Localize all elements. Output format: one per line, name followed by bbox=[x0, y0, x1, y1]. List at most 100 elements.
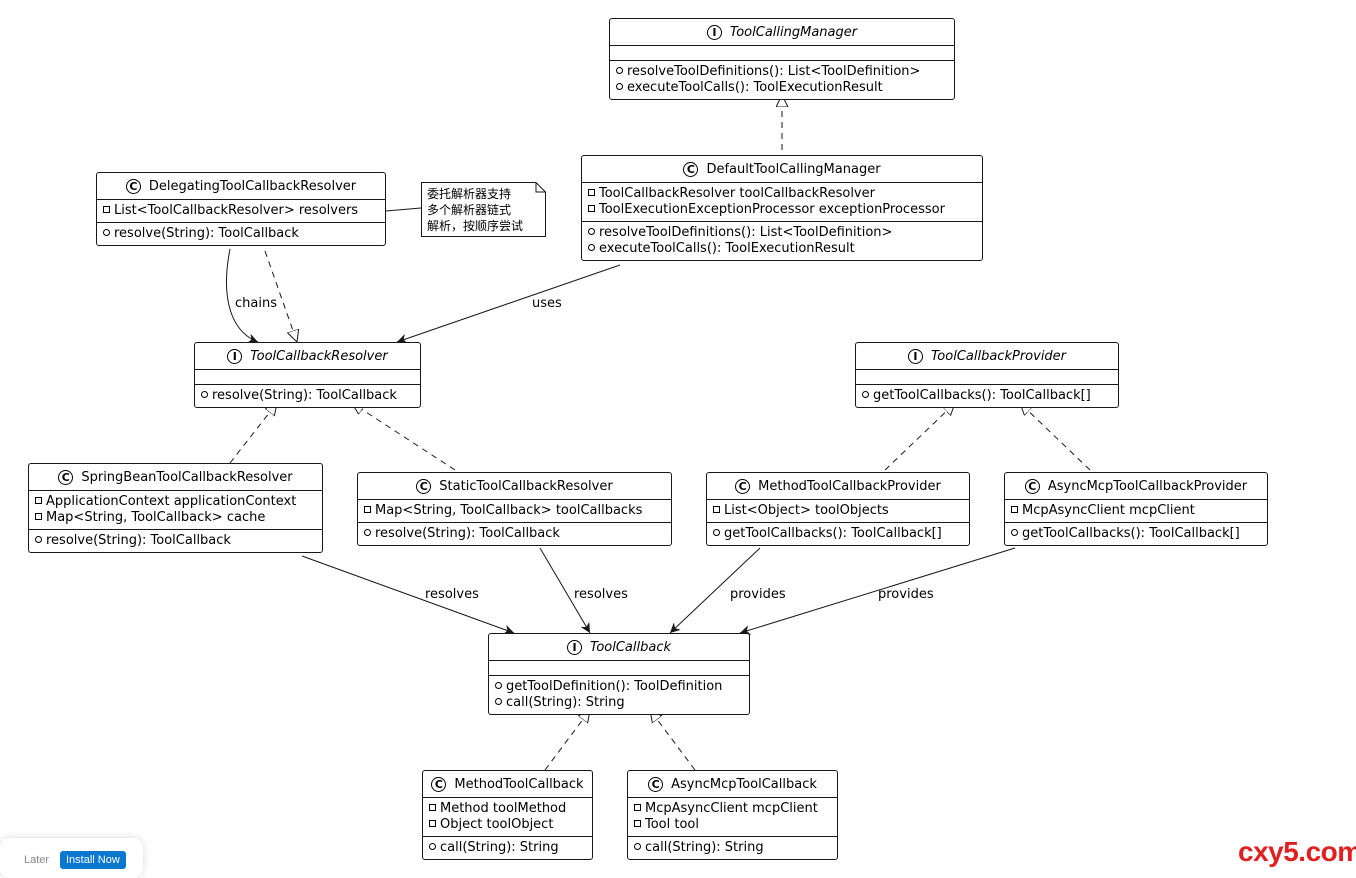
field-text: ToolCallbackResolver toolCallbackResolve… bbox=[599, 186, 875, 201]
realization-edge bbox=[650, 710, 696, 771]
edge-label: provides bbox=[730, 587, 786, 602]
realization-edge bbox=[884, 403, 955, 471]
public-icon bbox=[1011, 529, 1018, 536]
method: executeToolCalls(): ToolExecutionResult bbox=[616, 80, 948, 96]
note: 委托解析器支持 多个解析器链式 解析，按顺序尝试 bbox=[421, 182, 546, 237]
fields-section bbox=[610, 46, 954, 61]
note-line: 多个解析器链式 bbox=[427, 203, 512, 217]
methods-section: getToolCallbacks(): ToolCallback[] bbox=[1005, 523, 1267, 545]
method-text: resolveToolDefinitions(): List<ToolDefin… bbox=[599, 225, 893, 240]
method-text: executeToolCalls(): ToolExecutionResult bbox=[627, 80, 883, 95]
later-button[interactable]: Later bbox=[24, 854, 50, 866]
field: McpAsyncClient mcpClient bbox=[1011, 503, 1261, 519]
private-icon bbox=[634, 804, 641, 811]
method: resolveToolDefinitions(): List<ToolDefin… bbox=[588, 225, 976, 241]
class-icon: C bbox=[125, 178, 141, 194]
field-text: ToolExecutionExceptionProcessor exceptio… bbox=[599, 202, 945, 217]
class-name: DelegatingToolCallbackResolver bbox=[148, 178, 357, 194]
fields-section: List<ToolCallbackResolver> resolvers bbox=[97, 200, 385, 223]
method: resolve(String): ToolCallback bbox=[35, 533, 316, 549]
association-edge bbox=[539, 547, 591, 634]
method-text: getToolCallbacks(): ToolCallback[] bbox=[724, 526, 942, 541]
realization-edge bbox=[1020, 403, 1091, 471]
method: getToolCallbacks(): ToolCallback[] bbox=[713, 526, 963, 542]
method-text: resolve(String): ToolCallback bbox=[114, 226, 299, 241]
realization-edge bbox=[264, 250, 297, 342]
fields-section: ToolCallbackResolver toolCallbackResolve… bbox=[582, 183, 982, 222]
method-text: resolve(String): ToolCallback bbox=[46, 533, 231, 548]
association-edge bbox=[301, 555, 515, 635]
public-icon bbox=[495, 698, 502, 705]
field: McpAsyncClient mcpClient bbox=[634, 801, 831, 817]
methods-section: call(String): String bbox=[423, 837, 592, 859]
method-text: executeToolCalls(): ToolExecutionResult bbox=[599, 241, 855, 256]
association-edge bbox=[739, 547, 1016, 635]
field-text: McpAsyncClient mcpClient bbox=[1022, 503, 1195, 518]
method-text: getToolDefinition(): ToolDefinition bbox=[506, 679, 723, 694]
field-text: Object toolObject bbox=[440, 817, 554, 832]
association-edge bbox=[396, 264, 621, 344]
field: Object toolObject bbox=[429, 817, 586, 833]
methods-section: resolve(String): ToolCallback bbox=[195, 385, 420, 407]
public-icon bbox=[588, 228, 595, 235]
class-icon: C bbox=[416, 478, 432, 494]
methods-section: resolve(String): ToolCallback bbox=[97, 223, 385, 245]
class-icon: C bbox=[683, 161, 699, 177]
class-name: MethodToolCallback bbox=[454, 776, 584, 792]
fields-section: McpAsyncClient mcpClient bbox=[1005, 500, 1267, 523]
field-text: ApplicationContext applicationContext bbox=[46, 494, 297, 509]
association-edge bbox=[669, 547, 761, 634]
note-line: 委托解析器支持 bbox=[427, 187, 512, 201]
field: ApplicationContext applicationContext bbox=[35, 494, 316, 510]
method: resolve(String): ToolCallback bbox=[103, 226, 379, 242]
fields-section bbox=[489, 661, 749, 676]
install-now-button[interactable]: Install Now bbox=[60, 851, 126, 869]
field-text: List<ToolCallbackResolver> resolvers bbox=[114, 203, 359, 218]
class-name: SpringBeanToolCallbackResolver bbox=[81, 469, 293, 485]
methods-section: resolve(String): ToolCallback bbox=[29, 530, 322, 552]
method: call(String): String bbox=[634, 840, 831, 856]
method-text: call(String): String bbox=[440, 840, 559, 855]
class-name: AsyncMcpToolCallback bbox=[671, 776, 817, 792]
method-text: resolve(String): ToolCallback bbox=[375, 526, 560, 541]
realization-edge bbox=[544, 710, 590, 771]
private-icon bbox=[588, 189, 595, 196]
public-icon bbox=[201, 391, 208, 398]
public-icon bbox=[103, 229, 110, 236]
public-icon bbox=[364, 529, 371, 536]
class-name: MethodToolCallbackProvider bbox=[758, 478, 941, 494]
public-icon bbox=[588, 244, 595, 251]
method-text: call(String): String bbox=[645, 840, 764, 855]
interface-icon: I bbox=[907, 348, 923, 364]
private-icon bbox=[364, 506, 371, 513]
edge-label: uses bbox=[532, 296, 562, 311]
field: Method toolMethod bbox=[429, 801, 586, 817]
interface-icon: I bbox=[706, 24, 722, 40]
fields-section bbox=[195, 370, 420, 385]
methods-section: resolveToolDefinitions(): List<ToolDefin… bbox=[610, 61, 954, 99]
class-name: ToolCallbackResolver bbox=[250, 348, 388, 364]
field-text: Map<String, ToolCallback> cache bbox=[46, 510, 266, 525]
private-icon bbox=[103, 206, 110, 213]
public-icon bbox=[495, 682, 502, 689]
public-icon bbox=[429, 843, 436, 850]
private-icon bbox=[35, 513, 42, 520]
method: resolve(String): ToolCallback bbox=[364, 526, 665, 542]
methods-section: getToolCallbacks(): ToolCallback[] bbox=[707, 523, 969, 545]
